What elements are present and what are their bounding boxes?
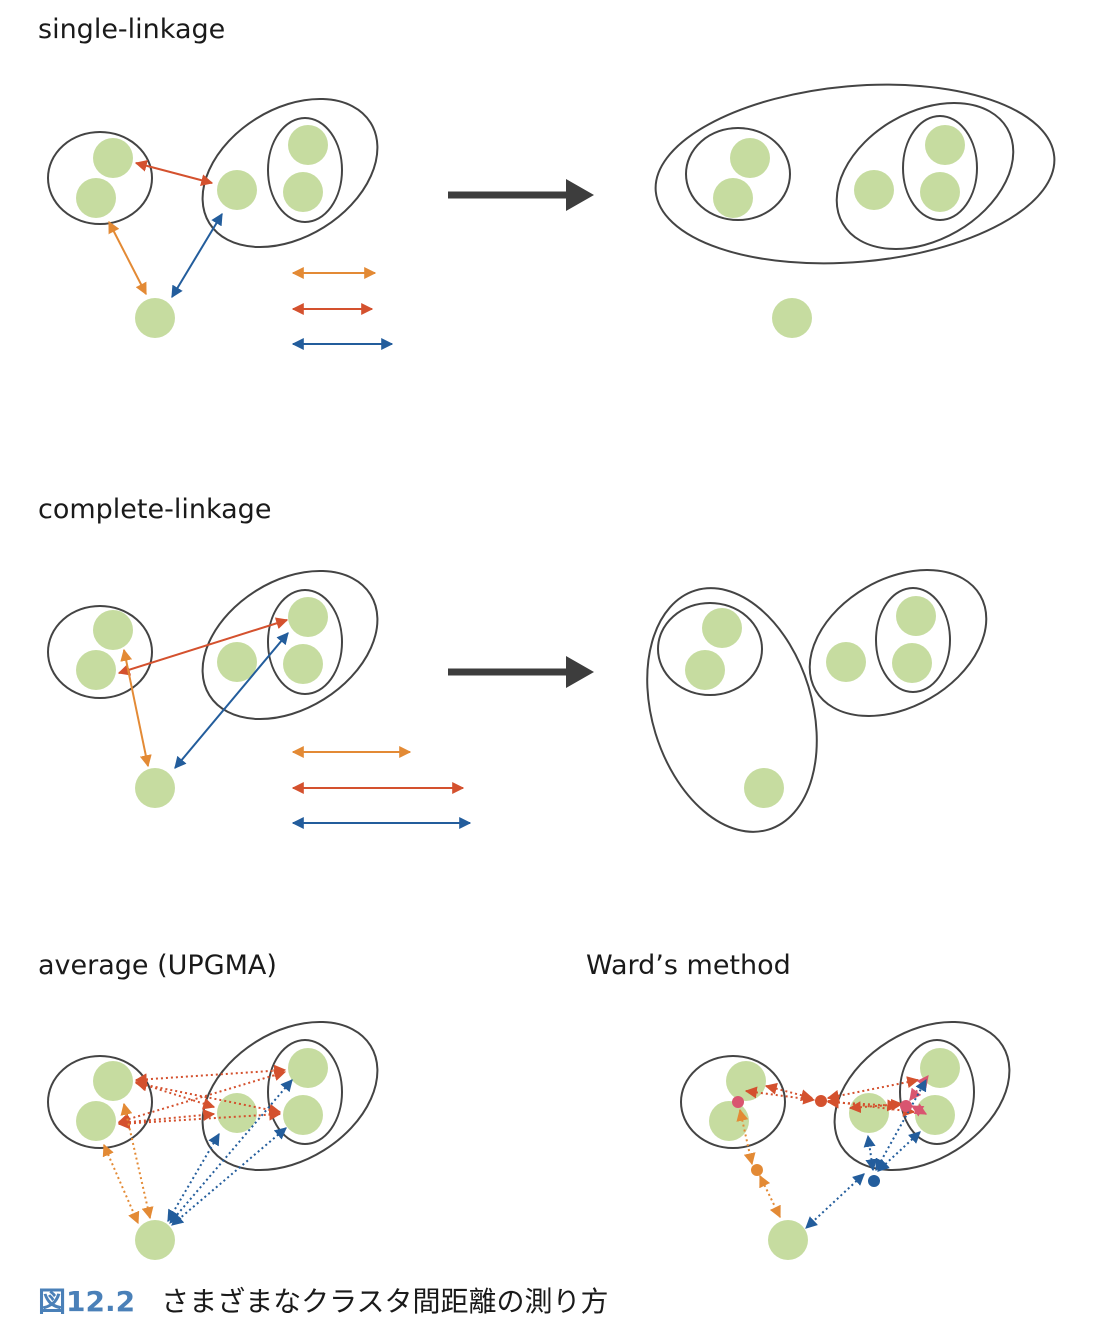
dotted-double-headed-arrow-icon [744,1086,816,1105]
data-point [288,597,328,637]
data-point [768,1220,808,1260]
centroid-dot-icon [900,1100,912,1112]
data-point [283,1095,323,1135]
title-complete-linkage: complete-linkage [38,494,272,525]
figure-caption-text: さまざまなクラスタ間距離の測り方 [161,1285,609,1318]
cluster-outline [835,102,1015,250]
dotted-double-headed-arrow-icon [877,1131,921,1172]
single-linkage-after [654,83,1056,338]
data-point [288,125,328,165]
cluster-outline [654,83,1056,265]
data-point [702,608,742,648]
data-point [93,610,133,650]
dotted-double-headed-arrow-icon [764,1082,814,1102]
cluster-outline [201,97,379,249]
title-wards-method: Ward’s method [586,950,791,981]
data-point [915,1095,955,1135]
data-point [826,642,866,682]
dotted-double-headed-arrow-icon [805,1173,865,1229]
dotted-double-headed-arrow-icon [875,1078,927,1172]
centroid-dot-icon [868,1175,880,1187]
dotted-double-headed-arrow-icon [736,1108,756,1166]
data-point [288,1048,328,1088]
figure-number: 図12.2 [38,1285,136,1318]
data-point [726,1061,766,1101]
data-point [76,1101,116,1141]
data-point [76,178,116,218]
centroid-dot-icon [815,1095,827,1107]
data-point [217,1093,257,1133]
single-linkage-before [47,97,394,350]
dotted-double-headed-arrow-icon [759,1174,781,1219]
data-point [685,650,725,690]
double-headed-arrow-icon [108,220,147,296]
figure-caption: 図12.2 さまざまなクラスタ間距離の測り方 [38,1280,609,1320]
data-point [713,178,753,218]
data-point [283,172,323,212]
cluster-outline [902,115,978,221]
cluster-outline [646,587,818,833]
large-right-arrow-icon [448,656,594,688]
data-point [854,170,894,210]
cluster-outline [657,602,763,696]
cluster-outline [201,1020,379,1172]
average-linkage [47,1020,379,1260]
dotted-double-headed-arrow-icon [863,1134,878,1172]
clustering-diagram [47,83,1056,1260]
cluster-outline [833,1020,1011,1172]
dotted-double-headed-arrow-icon [167,1132,220,1223]
data-point [93,138,133,178]
double-headed-arrow-icon [171,212,223,299]
cluster-outline [808,569,988,717]
dotted-double-headed-arrow-icon [909,1075,929,1101]
data-point [744,768,784,808]
data-point [772,298,812,338]
complete-linkage-before [47,569,472,829]
data-point [925,125,965,165]
cluster-outline [875,587,951,693]
dotted-double-headed-arrow-icon [171,1127,287,1226]
cluster-outline [685,127,791,221]
data-point [217,170,257,210]
double-headed-arrow-icon [120,648,152,768]
data-point [730,138,770,178]
data-point [896,596,936,636]
data-point [93,1061,133,1101]
dotted-double-headed-arrow-icon [134,1079,216,1110]
data-point [135,298,175,338]
title-single-linkage: single-linkage [38,14,226,45]
centroid-dot-icon [732,1096,744,1108]
title-average-upgma: average (UPGMA) [38,950,277,981]
centroid-dot-icon [751,1164,763,1176]
data-point [283,644,323,684]
data-point [135,768,175,808]
large-right-arrow-icon [448,179,594,211]
data-point [920,172,960,212]
data-point [849,1093,889,1133]
wards-method [680,1020,1011,1260]
double-headed-arrow-icon [134,159,214,187]
data-point [920,1048,960,1088]
dotted-double-headed-arrow-icon [102,1143,140,1225]
cluster-outline [267,117,343,223]
data-point [76,650,116,690]
complete-linkage-after [646,569,988,833]
data-point [892,643,932,683]
data-point [135,1220,175,1260]
double-headed-arrow-icon [174,632,289,769]
